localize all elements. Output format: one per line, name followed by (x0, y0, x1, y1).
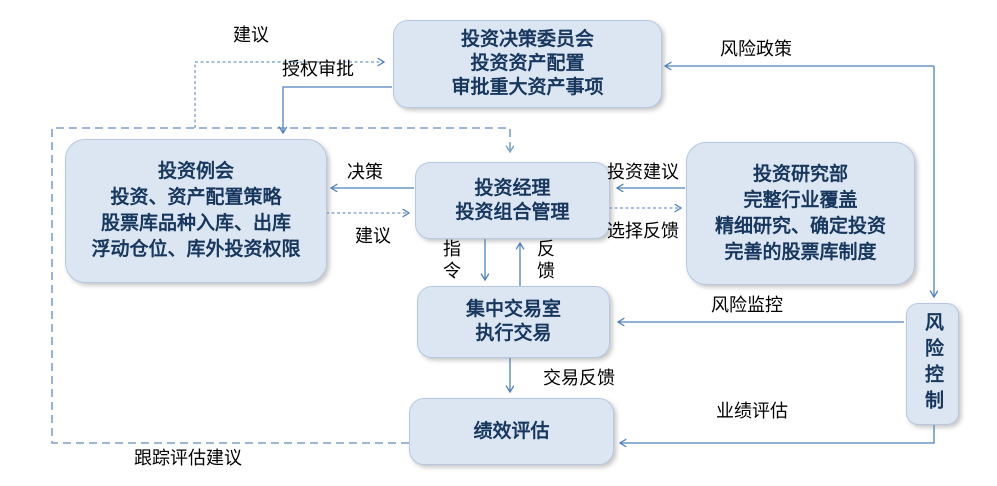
label-select-feedback: 选择反馈 (607, 221, 679, 241)
node-text: 投资、资产配置策略 (110, 187, 282, 208)
label-feedback: 反馈 (535, 239, 555, 283)
label-track-advice: 跟踪评估建议 (134, 448, 242, 468)
label-trade-feedback: 交易反馈 (543, 368, 615, 388)
node-performance-eval: 绩效评估 (409, 398, 614, 465)
label-invest-advice: 投资建议 (607, 162, 679, 182)
label-perf-eval: 业绩评估 (716, 401, 788, 421)
label-risk-policy: 风险政策 (720, 39, 792, 59)
node-text: 股票库品种入库、出库 (100, 213, 291, 234)
node-text: 投资研究部 (752, 163, 848, 185)
node-investment-manager: 投资经理 投资组合管理 (415, 162, 610, 239)
node-text: 投资决策委员会 (460, 29, 594, 50)
node-text: 投资资产配置 (470, 53, 585, 74)
label-suggest-manager: 建议 (355, 226, 391, 246)
node-text: 风险控制 (922, 312, 943, 416)
node-text: 投资例会 (157, 161, 234, 182)
node-investment-committee: 投资决策委员会 投资资产配置 审批重大资产事项 (393, 20, 662, 108)
node-text: 审批重大资产事项 (451, 77, 604, 98)
node-text: 集中交易室 (465, 299, 561, 320)
node-investment-meeting: 投资例会 投资、资产配置策略 股票库品种入库、出库 浮动仓位、库外投资权限 (65, 139, 327, 283)
edge-suggest-committee (194, 62, 384, 128)
edge-authorize (283, 86, 392, 133)
label-authorize: 授权审批 (282, 59, 354, 79)
node-text: 完整行业覆盖 (743, 189, 858, 211)
node-research-dept: 投资研究部 完整行业覆盖 精细研究、确定投资 完善的股票库制度 (686, 142, 915, 285)
node-text: 绩效评估 (473, 420, 550, 442)
node-text: 浮动仓位、库外投资权限 (91, 239, 301, 260)
edge-track-advice (51, 127, 510, 444)
label-suggest-committee: 建议 (233, 25, 269, 45)
node-risk-control: 风险控制 (906, 303, 959, 425)
label-risk-monitor: 风险监控 (711, 295, 783, 315)
node-text: 完善的股票库制度 (724, 241, 877, 263)
node-text: 投资经理 (474, 177, 551, 199)
node-text: 投资组合管理 (455, 201, 570, 223)
edge-perf-eval (620, 424, 935, 443)
node-text: 精细研究、确定投资 (714, 215, 886, 237)
label-decision: 决策 (347, 162, 383, 182)
node-trading-room: 集中交易室 执行交易 (417, 286, 610, 358)
node-text: 执行交易 (475, 323, 552, 344)
label-instruction: 指令 (441, 239, 461, 283)
